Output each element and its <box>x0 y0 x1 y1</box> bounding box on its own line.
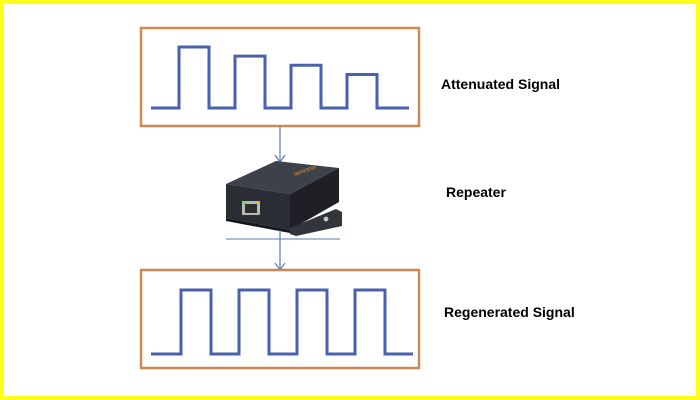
attenuated-signal-box <box>139 26 421 128</box>
regenerated-signal-label: Regenerated Signal <box>444 304 575 320</box>
attenuated-waveform <box>151 45 409 110</box>
repeater-device-icon: lantronix <box>226 161 342 236</box>
attenuated-signal-label: Attenuated Signal <box>441 76 561 92</box>
regenerated-waveform <box>151 288 413 356</box>
regenerated-signal-box <box>139 268 421 370</box>
repeater-label: Repeater <box>446 184 506 200</box>
diagram-canvas: lantronix <box>139 26 421 370</box>
